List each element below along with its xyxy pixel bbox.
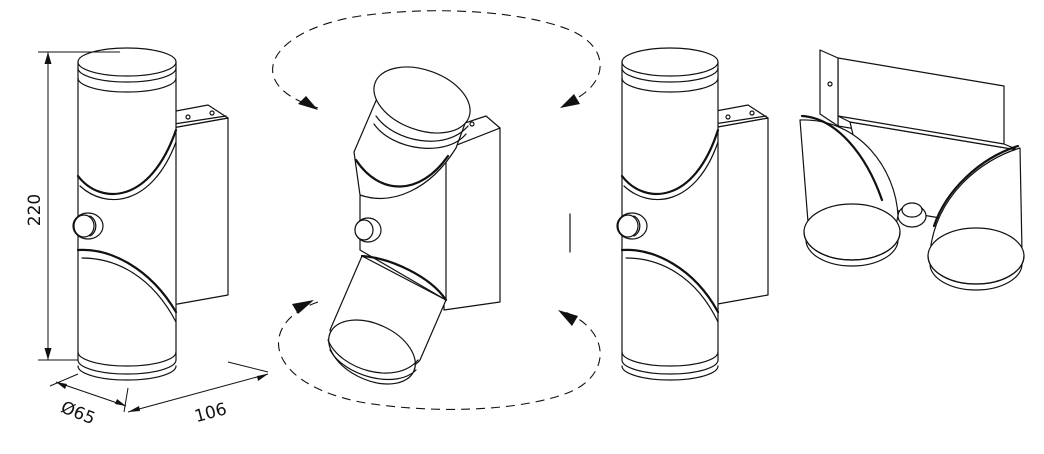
- lamp-view-plain: [616, 47, 769, 381]
- lamp-view-dimensioned: 220 Ø65 106: [25, 47, 269, 430]
- lower-head: [327, 254, 448, 385]
- right-head: [927, 144, 1025, 291]
- height-dimension-label: 220: [25, 194, 45, 226]
- rotation-arrow-top-right: [560, 94, 580, 108]
- upper-head: [353, 66, 471, 199]
- left-head: [799, 114, 901, 267]
- height-dimension: 220: [25, 51, 120, 361]
- diameter-dimension: Ø65: [49, 373, 129, 430]
- rotation-path-top: [272, 10, 601, 109]
- lamp-view-adjustable: [272, 10, 601, 410]
- rotation-path-bottom: [278, 301, 601, 410]
- lamp-cylinder: [72, 47, 178, 381]
- mounting-box: [699, 104, 769, 306]
- depth-dimension-label: 106: [192, 399, 229, 427]
- lamp-view-rotated: [799, 49, 1025, 291]
- rotation-arrow-top-left: [298, 96, 318, 110]
- diameter-dimension-label: Ø65: [58, 398, 98, 430]
- rotation-arrow-bottom-right: [558, 310, 578, 326]
- rotation-arrow-bottom-left: [292, 300, 314, 314]
- lamp-cylinder: [616, 47, 720, 381]
- mounting-box: [159, 104, 229, 306]
